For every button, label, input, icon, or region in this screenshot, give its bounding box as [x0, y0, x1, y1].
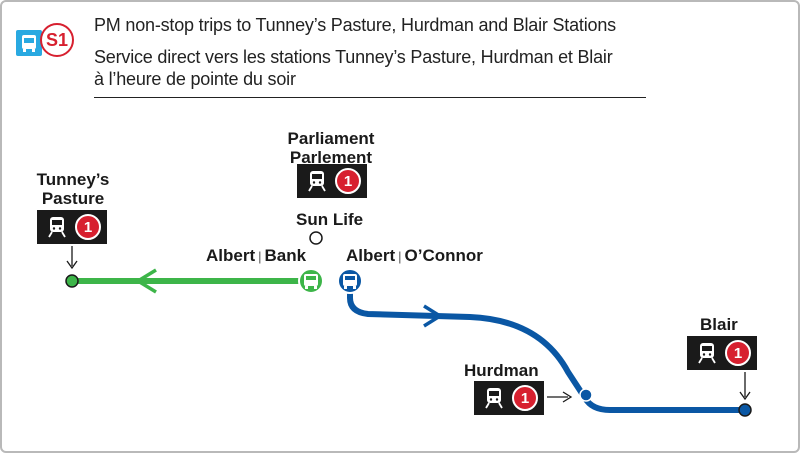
hurdman-otrain-badge: 1: [474, 381, 544, 415]
blair-label: Blair: [700, 315, 738, 334]
line-1-badge: 1: [512, 385, 538, 411]
eastbound-route-line: [347, 281, 745, 413]
parliament-otrain-badge: 1: [297, 164, 367, 198]
train-icon: [48, 217, 66, 238]
bus-icon: [16, 30, 42, 56]
line-1-badge: 1: [725, 340, 751, 366]
line-1-badge: 1: [75, 214, 101, 240]
blair-transfer-arrow-icon: [739, 372, 751, 401]
blair-station-dot: [738, 403, 752, 417]
albert-oconnor-label: Albert|O’Connor: [346, 246, 483, 266]
line-1-badge: 1: [335, 168, 361, 194]
albert-bank-bus-stop-icon: [298, 268, 324, 294]
header-divider: [94, 97, 646, 98]
tunneys-pasture-label: Tunney’s Pasture: [30, 170, 116, 208]
albert-bank-label-separator: |: [258, 249, 262, 264]
albert-bank-label: Albert|Bank: [206, 246, 306, 266]
albert-bank-label-street2: Bank: [264, 246, 307, 265]
sun-life-label: Sun Life: [296, 210, 364, 229]
parliament-label: Parliament Parlement: [278, 129, 384, 167]
train-icon: [698, 343, 716, 364]
albert-oconnor-label-street1: Albert: [346, 246, 396, 265]
albert-oconnor-bus-stop-icon: [337, 268, 363, 294]
parliament-label-french: Parlement: [289, 148, 373, 167]
tunneys-otrain-badge: 1: [37, 210, 107, 244]
tunneys-transfer-arrow-icon: [66, 246, 78, 270]
title-french-line2: à l’heure de pointe du soir: [94, 69, 296, 89]
tunneys-pasture-label-line2: Pasture: [41, 189, 105, 208]
tunneys-pasture-station-dot: [65, 274, 79, 288]
hurdman-transfer-arrow-icon: [547, 391, 573, 403]
hurdman-station-dot: [579, 388, 593, 402]
blair-otrain-badge: 1: [687, 336, 757, 370]
parliament-label-english: Parliament: [287, 129, 375, 148]
eastbound-arrow-icon: [423, 304, 444, 328]
sun-life-station-dot: [309, 231, 323, 245]
albert-bank-label-street1: Albert: [206, 246, 256, 265]
albert-oconnor-label-separator: |: [398, 249, 402, 264]
train-icon: [485, 388, 503, 409]
train-icon: [308, 171, 326, 192]
tunneys-pasture-label-line1: Tunney’s: [36, 170, 110, 189]
albert-oconnor-label-street2: O’Connor: [404, 246, 483, 265]
westbound-arrow-icon: [134, 268, 157, 294]
title-english: PM non-stop trips to Tunney’s Pasture, H…: [94, 15, 616, 35]
title-french-line1: Service direct vers les stations Tunney’…: [94, 47, 613, 67]
route-number-badge: S1: [40, 23, 74, 57]
hurdman-label: Hurdman: [464, 361, 539, 380]
